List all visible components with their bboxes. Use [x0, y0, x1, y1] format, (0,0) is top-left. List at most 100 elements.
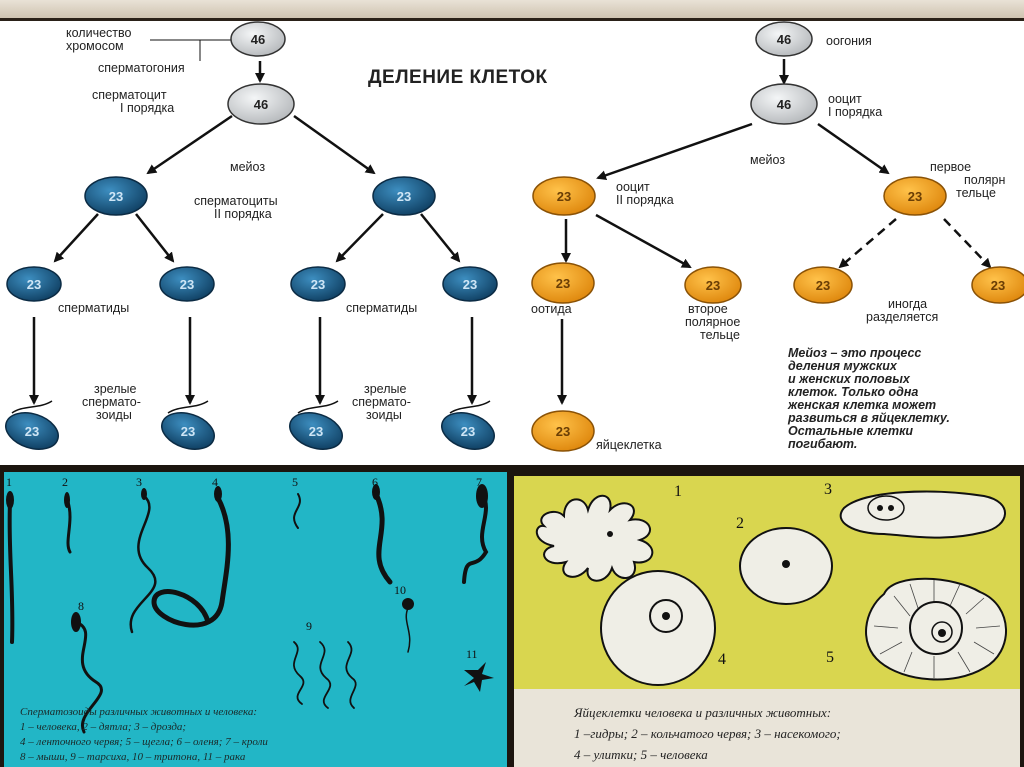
sperm-number-7: 7: [476, 475, 482, 489]
svg-text:23: 23: [25, 424, 39, 439]
note-line-1: Мейоз – это процесс: [788, 346, 921, 360]
egg-number-5: 5: [826, 649, 834, 666]
sperm-caption-line-4: 8 – мыши, 9 – тарсиха, 10 – тритона, 11 …: [20, 751, 246, 763]
mature-sperm-2: 23: [161, 400, 215, 450]
egg-caption-line-3: 4 – улитки; 5 – человека: [574, 747, 708, 762]
sperm-number-9: 9: [306, 619, 312, 633]
label-spermatids-right: сперматиды: [346, 301, 417, 315]
svg-text:23: 23: [463, 277, 477, 292]
sperm-caption: Сперматозоиды различных животных и челов…: [20, 705, 500, 765]
spermatid-cell-4: 23: [442, 266, 498, 302]
label-meiosis-male: мейоз: [230, 160, 265, 174]
label-first-polar-body-1: первое: [930, 160, 971, 174]
label-second-polar-body-2: полярное: [685, 315, 740, 329]
svg-text:23: 23: [557, 189, 571, 204]
note-line-4: клеток. Только одна: [788, 385, 918, 399]
spermatid-cell-3: 23: [290, 266, 346, 302]
svg-text:23: 23: [461, 424, 475, 439]
label-spermatids-left: сперматиды: [58, 301, 129, 315]
svg-text:23: 23: [109, 189, 123, 204]
sperm-drawings: 1 2 3 4 5 6 7 8 9 10 11: [6, 475, 494, 734]
label-ootid: оотида: [531, 302, 572, 316]
label-mature-sperm-right-2: сперма­то-: [352, 395, 411, 409]
svg-text:46: 46: [777, 32, 791, 47]
label-oogonia: оогония: [826, 34, 872, 48]
label-second-polar-body-3: тельце: [700, 328, 740, 342]
svg-text:23: 23: [309, 424, 323, 439]
egg-types-panel: 1 2 3 4 5 Яйцеклетки человека и различны…: [514, 476, 1020, 767]
svg-text:23: 23: [556, 424, 570, 439]
label-chromosome-count-2: хромосом: [66, 39, 124, 53]
egg-drawings: 1 2 3 4 5: [535, 481, 1007, 686]
egg-number-2: 2: [736, 515, 744, 532]
note-line-7: Остальные клетки: [788, 424, 913, 438]
sperm-number-4: 4: [212, 475, 218, 489]
label-sometimes-divides-2: разделяется: [866, 310, 938, 324]
diagram-title: ДЕЛЕНИЕ КЛЕТОК: [368, 67, 548, 88]
label-secondary-spermatocytes-1: сперматоциты: [194, 194, 278, 208]
note-line-5: женская клетка может: [787, 398, 936, 412]
egg-caption: Яйцеклетки человека и различных животных…: [574, 702, 1014, 765]
spermatid-cell-2: 23: [159, 266, 215, 302]
meiosis-note: Мейоз – это процесс деления мужских и же…: [787, 346, 950, 451]
note-line-2: деления мужских: [788, 359, 898, 373]
sperm-number-8: 8: [78, 599, 84, 613]
sperm-caption-line-2: 1 – человека, 2 – дятла; 3 – дрозда;: [20, 721, 187, 733]
diagram-svg: ДЕЛЕНИЕ КЛЕТОК 46 46 23 2: [5, 21, 1024, 452]
insect-egg: [839, 490, 1006, 539]
svg-text:23: 23: [991, 278, 1005, 293]
label-mature-sperm-left-2: сперма­то-: [82, 395, 141, 409]
svg-text:46: 46: [251, 32, 265, 47]
slide-top-bar: [0, 0, 1024, 21]
egg-number-1: 1: [674, 483, 682, 500]
svg-text:23: 23: [27, 277, 41, 292]
mature-sperm-1: 23: [5, 400, 59, 450]
sperm-types-panel: 1 2 3 4 5 6 7 8 9 10 11: [4, 472, 507, 767]
svg-text:23: 23: [311, 277, 325, 292]
first-polar-body-cell: 23: [883, 176, 947, 216]
label-second-polar-body-1: второе: [688, 302, 728, 316]
label-mature-sperm-right-3: зоиды: [366, 408, 402, 422]
hydra-egg: [535, 494, 654, 582]
egg-number-3: 3: [824, 481, 832, 498]
oogonia-cell: 46: [755, 21, 813, 57]
note-line-8: погибают.: [788, 437, 857, 451]
spermatid-cell-1: 23: [6, 266, 62, 302]
mature-sperm-4: 23: [441, 400, 495, 450]
sperm-number-5: 5: [292, 475, 298, 489]
label-secondary-spermatocytes-2: II порядка: [214, 207, 272, 221]
ootid-cell: 23: [531, 262, 595, 304]
svg-text:23: 23: [908, 189, 922, 204]
egg-caption-box: [514, 689, 1020, 767]
polar-body-division-right-cell: 23: [971, 266, 1024, 304]
second-polar-body-cell: 23: [684, 266, 742, 304]
label-primary-spermatocyte-2: I порядка: [120, 101, 174, 115]
sperm-number-1: 1: [6, 475, 12, 489]
label-first-polar-body-3: тельце: [956, 186, 996, 200]
label-sometimes-divides-1: иногда: [888, 297, 927, 311]
sperm-number-11: 11: [466, 647, 478, 661]
label-first-polar-body-2: полярн: [964, 173, 1005, 187]
secondary-oocyte-cell: 23: [532, 176, 596, 216]
spermatogonia-cell: 46: [230, 21, 286, 57]
male-branch: 46 46 23 23 23 23 23 23: [5, 21, 498, 450]
label-spermatogonia: сперматогония: [98, 61, 185, 75]
secondary-spermatocyte-cell-right: 23: [372, 176, 436, 216]
primary-oocyte-cell: 46: [750, 83, 818, 125]
sperm-number-2: 2: [62, 475, 68, 489]
label-primary-spermatocyte-1: сперматоцит: [92, 88, 167, 102]
label-mature-sperm-right-1: зрелые: [364, 382, 406, 396]
svg-text:46: 46: [254, 97, 268, 112]
egg-cell: 23: [531, 410, 595, 452]
mature-sperm-3: 23: [289, 400, 343, 450]
egg-caption-line-2: 1 –гидры; 2 – кольчатого червя; 3 – насе…: [574, 726, 841, 741]
label-mature-sperm-left-3: зоиды: [96, 408, 132, 422]
egg-caption-line-1: Яйцеклетки человека и различных животных…: [574, 705, 832, 720]
svg-text:46: 46: [777, 97, 791, 112]
note-line-3: и женских половых: [788, 372, 911, 386]
svg-text:23: 23: [180, 277, 194, 292]
label-secondary-oocyte-2: II порядка: [616, 193, 674, 207]
egg-number-4: 4: [718, 651, 726, 668]
label-meiosis-female: мейоз: [750, 153, 785, 167]
note-line-6: развиться в яйцеклетку.: [787, 411, 950, 425]
